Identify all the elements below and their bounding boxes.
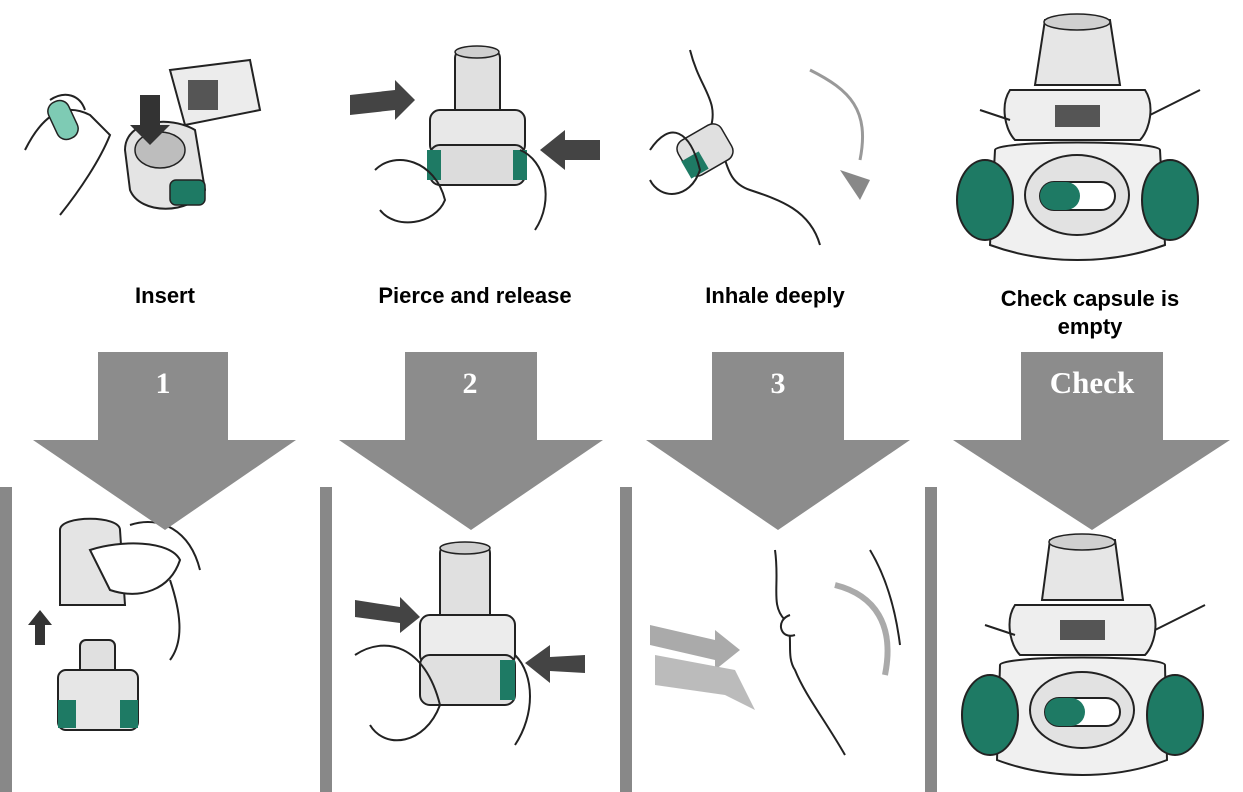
step-number-2: 2 — [463, 367, 478, 400]
exhale-illustration — [645, 545, 915, 775]
pierce-release-illustration — [335, 40, 615, 240]
step-label-pierce: Pierce and release — [350, 282, 600, 310]
step-number-3: 3 — [771, 367, 786, 400]
open-mouthpiece-illustration — [345, 545, 595, 765]
insert-capsule-illustration — [20, 40, 280, 230]
check-capsule-illustration-bottom — [955, 530, 1220, 792]
step-label-inhale: Inhale deeply — [675, 282, 875, 310]
step-label-check: Check capsule is empty — [975, 285, 1205, 341]
step-label-insert: Insert — [100, 282, 230, 310]
inhale-illustration — [630, 30, 890, 250]
check-capsule-illustration-top — [950, 10, 1220, 270]
step-number-check: Check — [1050, 365, 1135, 400]
step-number-1: 1 — [156, 367, 171, 400]
remove-cap-illustration — [20, 510, 220, 750]
